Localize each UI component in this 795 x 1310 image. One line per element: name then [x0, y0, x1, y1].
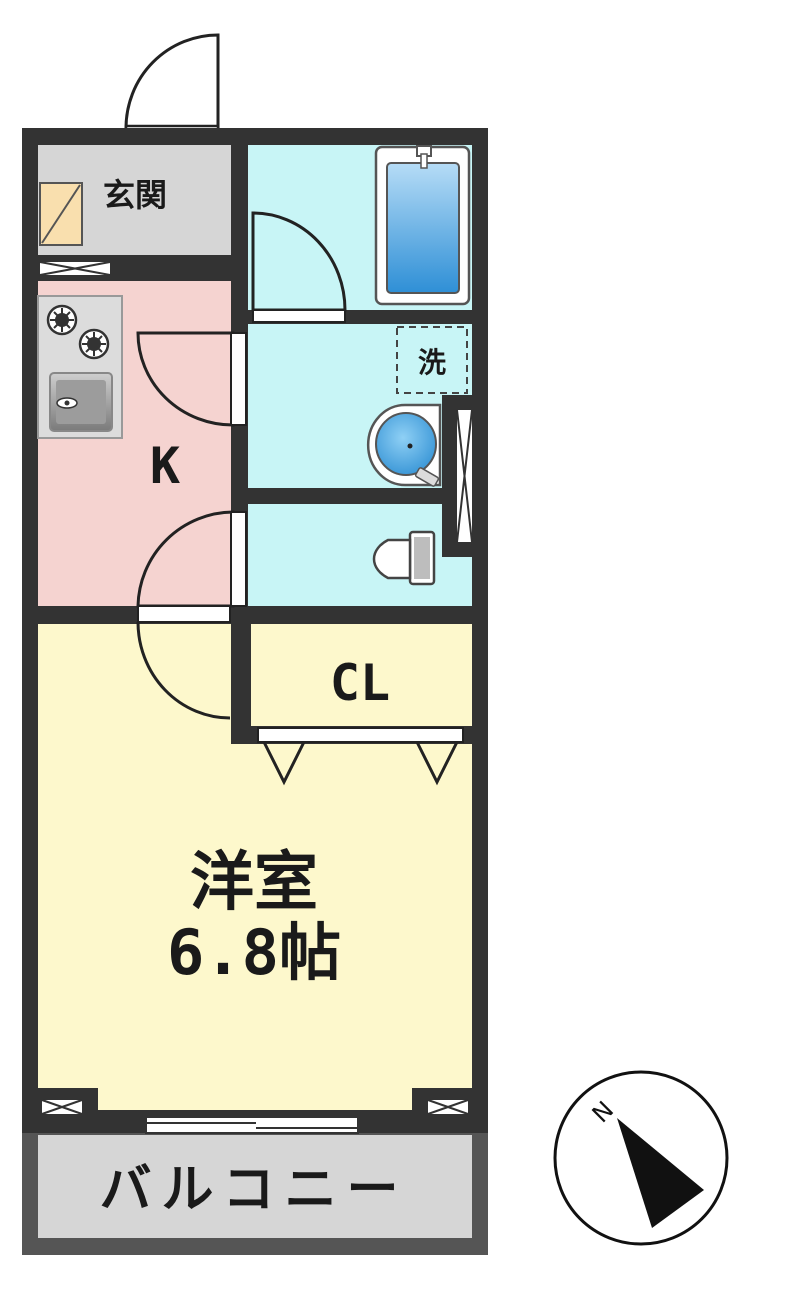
closet-wall — [231, 606, 251, 744]
genkan-label: 玄関 — [103, 176, 167, 214]
bathtub-icon — [374, 145, 471, 306]
entrance-door — [124, 33, 220, 142]
kitchen-window-mark — [22, 255, 127, 281]
toilet-icon — [372, 530, 436, 586]
stove-icon — [46, 304, 110, 360]
wash-basin-icon — [366, 403, 442, 487]
washroom-door — [136, 331, 247, 427]
washer-label: 洗 — [418, 346, 446, 379]
wall-toilet-closet — [248, 606, 488, 624]
balcony-window — [145, 1116, 359, 1134]
kitchen-sink-icon — [49, 372, 113, 432]
shoe-box — [39, 182, 83, 246]
western-room-floor — [38, 624, 472, 1110]
window-mark-right — [427, 1099, 469, 1115]
washer-space — [396, 326, 468, 394]
toilet-door — [136, 510, 247, 608]
wall-wash-toilet — [248, 488, 448, 504]
closet-doors — [257, 727, 464, 786]
western-room-door — [136, 605, 231, 720]
kitchen-counter — [37, 295, 123, 439]
closet-label: CL — [330, 654, 390, 712]
balcony-floor — [38, 1135, 472, 1238]
western-room-name: 洋室 — [190, 846, 318, 920]
toilet-floor — [248, 504, 472, 606]
wash-window-mark — [456, 409, 473, 543]
compass-icon: N — [553, 1070, 729, 1246]
window-mark-left — [41, 1099, 83, 1115]
balcony-label: バルコニー — [100, 1160, 409, 1220]
bath-door — [251, 211, 347, 323]
kitchen-label: K — [150, 437, 180, 495]
western-room-size: 6.8帖 — [167, 916, 341, 989]
